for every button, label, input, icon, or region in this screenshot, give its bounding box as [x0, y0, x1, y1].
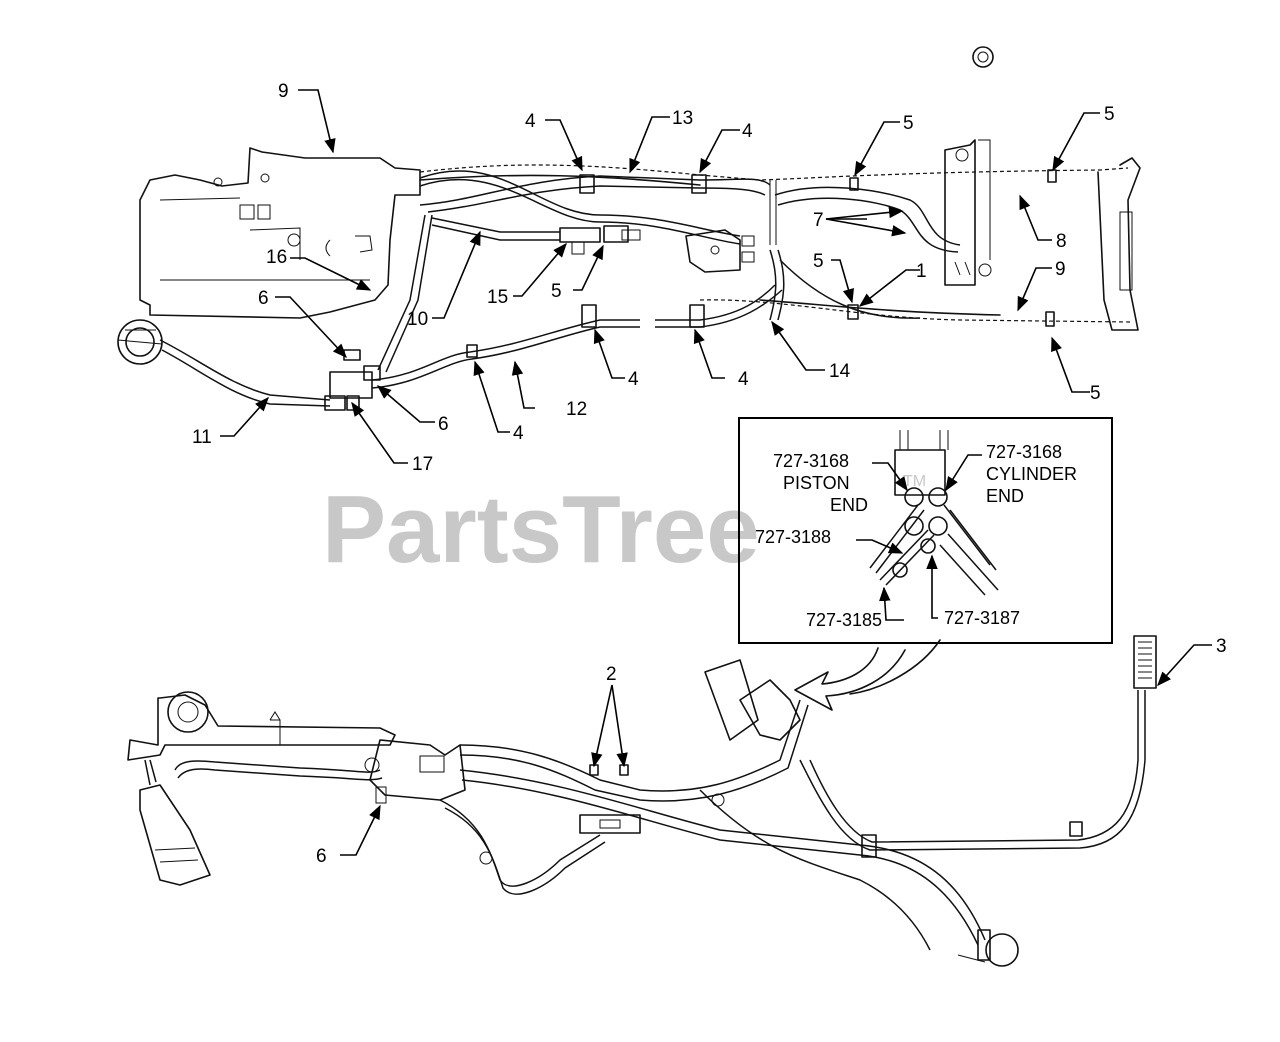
callout-14: 14	[829, 361, 851, 382]
inset-label-cylinder-part: 727-3168	[986, 442, 1062, 462]
watermark: PartsTree TM	[322, 473, 926, 583]
callout-11: 11	[192, 427, 212, 448]
callout-3: 3	[1216, 636, 1227, 657]
callout-2: 2	[606, 664, 617, 685]
callout-5: 5	[903, 113, 914, 134]
callout-6: 6	[438, 414, 449, 435]
callout-6: 6	[316, 846, 327, 867]
upper-assembly-drawing	[117, 46, 1141, 411]
callout-4: 4	[738, 369, 749, 390]
inset-label-piston-end: END	[830, 495, 868, 515]
callout-5: 5	[551, 281, 562, 302]
callout-4: 4	[513, 423, 524, 444]
lower-assembly-drawing	[127, 635, 1157, 967]
callout-5: 5	[1104, 104, 1115, 125]
inset-label-cylinder: CYLINDER	[986, 464, 1077, 484]
watermark-tm: TM	[903, 473, 926, 490]
callout-13: 13	[672, 108, 693, 129]
callout-9: 9	[1055, 259, 1066, 280]
detail-arrow-tail	[849, 639, 941, 695]
watermark-text: PartsTree	[322, 476, 760, 583]
detail-arrow	[794, 647, 906, 711]
inset-label-3185: 727-3185	[806, 610, 882, 630]
inset-label-piston: PISTON	[783, 473, 850, 493]
callout-leaders	[220, 89, 1212, 856]
inset-label-cylinder-end: END	[986, 486, 1024, 506]
inset-frame	[738, 417, 1113, 644]
callout-4: 4	[525, 111, 536, 132]
callout-6: 6	[258, 288, 269, 309]
callout-5: 5	[1090, 383, 1101, 404]
callout-16: 16	[266, 247, 287, 268]
detail-inset: 727-3168 PISTON END 727-3168 CYLINDER EN…	[738, 417, 1113, 644]
callout-12: 12	[566, 399, 587, 420]
callout-9: 9	[278, 81, 289, 102]
inset-label-3188: 727-3188	[755, 527, 831, 547]
callout-4: 4	[628, 369, 639, 390]
callout-10: 10	[407, 309, 428, 330]
callout-5: 5	[813, 251, 824, 272]
callout-17: 17	[412, 454, 433, 475]
callout-4: 4	[742, 121, 753, 142]
callout-15: 15	[487, 287, 508, 308]
callout-8: 8	[1056, 231, 1067, 252]
inset-label-3187: 727-3187	[944, 608, 1020, 628]
callout-1: 1	[916, 261, 927, 282]
callout-numbers: 9 4 13 4 5 5 7 8 9 5 5 1 14 4 4 12 4 10 …	[192, 81, 1227, 867]
callout-7: 7	[813, 210, 824, 231]
inset-label-piston-part: 727-3168	[773, 451, 849, 471]
